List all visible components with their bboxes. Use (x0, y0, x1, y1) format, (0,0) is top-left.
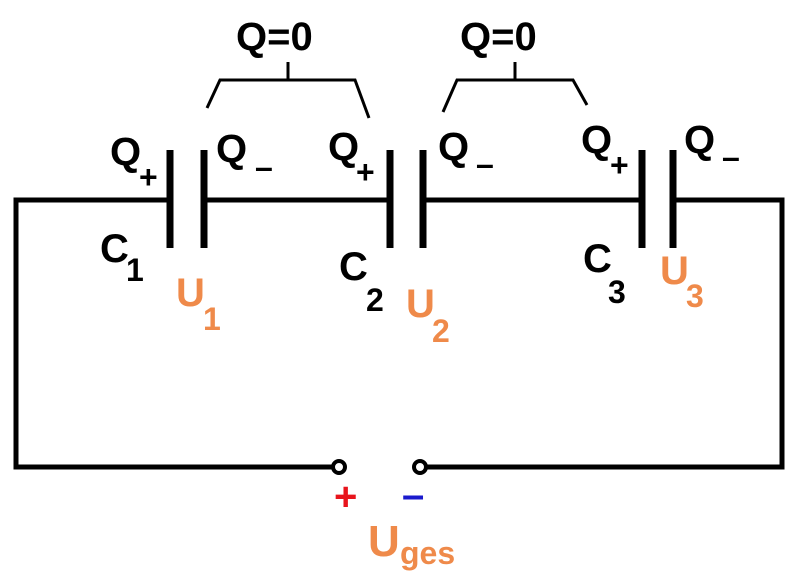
u3-label: U (660, 249, 689, 293)
c3-q-plus: Q (581, 118, 612, 162)
c2-label-index: 2 (366, 282, 384, 318)
c1-q-minus-sign: – (255, 149, 273, 185)
u3-label-index: 3 (686, 278, 704, 314)
c1-q-minus: Q (216, 127, 247, 171)
u2-label: U (406, 282, 435, 326)
c3-label-index: 3 (608, 274, 626, 310)
circuit-wires (13, 197, 785, 470)
plus-sign: + (334, 475, 357, 519)
terminal-negative (412, 459, 428, 475)
wire-left-loop (13, 197, 335, 470)
capacitor-c1-plates (166, 150, 208, 248)
c1-label: C (100, 227, 129, 271)
u1-label-index: 1 (203, 301, 221, 337)
terminal-positive (331, 459, 347, 475)
c2-q-plus-sign: + (356, 154, 375, 190)
charge-brace-1 (205, 78, 371, 119)
minus-sign: – (402, 473, 424, 517)
c3-label: C (583, 237, 612, 281)
c1-q-plus: Q (110, 130, 141, 174)
u1-label: U (176, 271, 205, 315)
wire-right-loop (424, 197, 785, 470)
charge-brace-2 (441, 78, 589, 113)
c2-q-minus: Q (438, 125, 469, 169)
c2-q-plus: Q (328, 125, 359, 169)
c1-q-plus-sign: + (139, 159, 158, 195)
source-voltage-label: U (368, 517, 400, 566)
charge-sum-label-2: Q=0 (460, 15, 537, 59)
charge-sum-label-1: Q=0 (236, 15, 313, 59)
u2-label-index: 2 (432, 313, 450, 349)
c2-q-minus-sign: – (476, 146, 494, 182)
c1-label-index: 1 (126, 252, 144, 288)
c3-q-plus-sign: + (610, 147, 629, 183)
c3-q-minus-sign: – (722, 139, 740, 175)
c3-q-minus: Q (684, 118, 715, 162)
capacitor-c3-plates (638, 150, 677, 248)
source-voltage-sub: ges (400, 535, 455, 571)
capacitor-c2-plates (386, 150, 427, 248)
c2-label: C (339, 245, 368, 289)
